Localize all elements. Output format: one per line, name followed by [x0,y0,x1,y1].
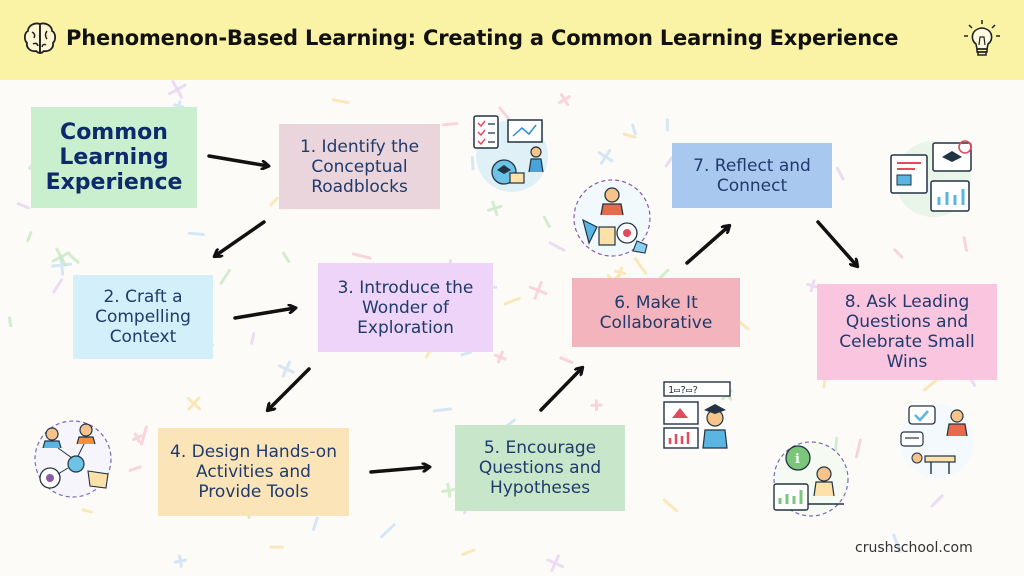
confetti-piece [558,93,571,107]
confetti-piece [187,231,205,237]
info-analytics-icon: i [773,441,849,517]
confetti-piece [470,156,475,171]
confetti-piece [892,533,902,553]
confetti-piece [250,332,256,345]
confetti-piece [835,166,845,181]
arrow-step2-to-step3 [233,308,295,320]
lightbulb-icon [964,20,1000,56]
confetti-piece [380,523,396,539]
step-7-box: 7. Reflect and Connect [672,143,832,208]
confetti-piece [542,215,551,228]
confetti-piece [331,98,350,105]
confetti-piece [173,554,187,568]
confetti-piece [494,350,507,364]
discussion-icon [900,404,974,478]
confetti-piece [16,202,31,210]
confetti-piece [351,252,372,260]
confetti-piece [167,80,187,99]
confetti-piece [631,123,637,136]
confetti-piece [597,148,614,165]
confetti-piece [633,257,648,275]
confetti-piece [26,231,33,243]
page-title: Phenomenon-Based Learning: Creating a Co… [66,26,899,50]
arrow-step1-to-step2 [215,220,266,256]
arrow-step5-to-step6 [539,368,582,412]
confetti-piece [834,436,839,453]
confetti-piece [128,465,142,472]
confetti-piece [503,296,521,306]
confetti-piece [528,280,548,300]
arrow-step3-to-step4 [268,367,311,410]
teamwork-brainstorm-icon [573,179,651,257]
confetti-piece [548,241,566,252]
confetti-piece [662,498,678,513]
svg-text:i: i [795,452,800,467]
confetti-piece [622,132,637,139]
confetti-piece [219,268,231,285]
confetti-piece [893,248,904,259]
confetti-piece [922,379,938,392]
confetti-piece [312,516,319,531]
confetti-piece [278,360,295,378]
confetti-piece [590,399,603,412]
confetti-piece [441,482,457,499]
step-1-box: 1. Identify the Conceptual Roadblocks [279,124,440,209]
confetti-piece [68,253,80,264]
confetti-piece [186,396,202,411]
step-8-box: 8. Ask Leading Questions and Celebrate S… [817,284,997,380]
step-2-box: 2. Craft a Compelling Context [73,275,213,359]
confetti-piece [546,554,565,573]
confetti-piece [442,122,459,127]
common-learning-experience-box: Common Learning Experience [31,107,197,208]
confetti-piece [132,432,143,443]
online-learning-icon [890,140,972,217]
confetti-piece [51,247,71,267]
quiz-graduate-icon: 1▭?▭? [663,381,731,449]
confetti-piece [930,494,944,508]
confetti-piece [8,316,13,328]
community-network-icon [34,420,112,498]
brain-icon [23,22,57,54]
svg-text:1▭?▭?: 1▭?▭? [668,385,698,396]
step-3-box: 3. Introduce the Wonder of Exploration [318,263,493,352]
confetti-piece [52,278,64,294]
footer-credit: crushschool.com [855,540,973,556]
confetti-piece [962,236,968,252]
confetti-piece [854,438,862,459]
step-5-box: 5. Encourage Questions and Hypotheses [455,425,625,511]
arrow-common-to-step1 [207,154,268,166]
confetti-piece [487,200,503,217]
step-6-box: 6. Make It Collaborative [572,278,740,347]
arrow-step7-to-step8 [816,220,857,266]
confetti-piece [498,106,510,120]
confetti-piece [806,279,819,293]
confetti-piece [282,251,291,263]
header-banner [0,0,1024,80]
step-4-box: 4. Design Hands-on Activities and Provid… [158,428,349,516]
confetti-piece [664,156,673,168]
confetti-piece [614,266,627,279]
confetti-piece [269,196,279,207]
checklist-presentation-icon [473,115,548,192]
confetti-piece [559,356,574,364]
confetti-piece [432,407,453,413]
confetti-piece [140,425,148,446]
arrow-step6-to-step7 [685,226,729,265]
confetti-piece [81,508,93,514]
confetti-piece [460,350,473,357]
confetti-piece [461,548,476,556]
arrow-step4-to-step5 [369,467,429,474]
